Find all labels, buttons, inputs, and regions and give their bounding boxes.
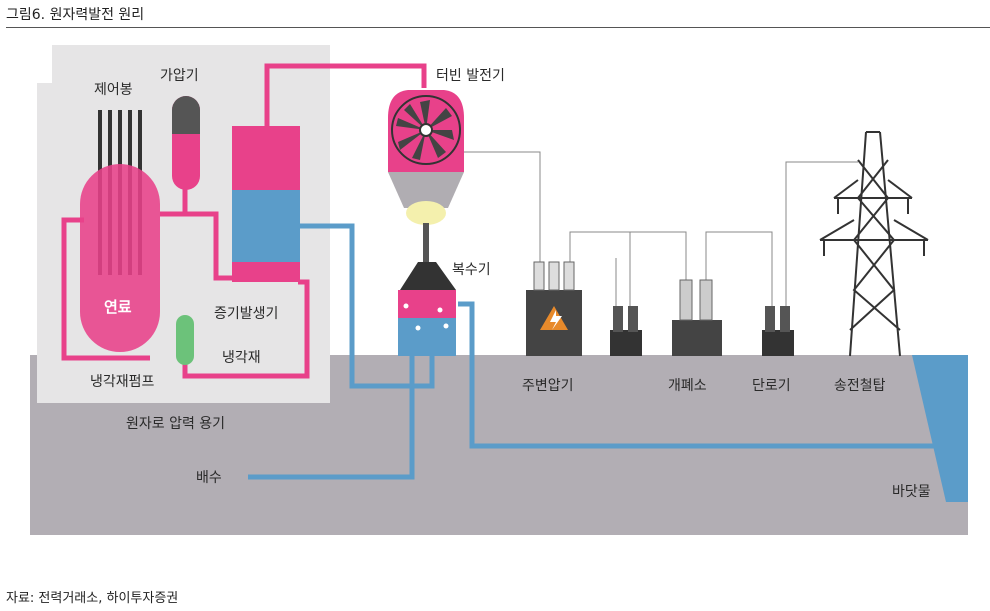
label-turbine-generator: 터빈 발전기 (436, 68, 505, 84)
main-transformer (526, 261, 582, 356)
title-divider (6, 27, 990, 28)
label-coolant-pump: 냉각재펌프 (90, 374, 155, 390)
disconnector-2 (762, 306, 794, 356)
transmission-tower (819, 131, 929, 357)
label-disconnector: 단로기 (752, 378, 791, 394)
disconnector-1 (610, 306, 642, 356)
label-control-rod: 제어봉 (94, 82, 133, 98)
power-lines (464, 151, 858, 306)
reactor-core (80, 164, 160, 352)
figure-title: 그림6. 원자력발전 원리 (6, 7, 145, 23)
label-reactor-vessel: 원자로 압력 용기 (126, 416, 225, 432)
label-seabed: 바닷물 (892, 484, 931, 500)
steam-generator (232, 126, 300, 282)
coolant-pump (176, 315, 194, 365)
label-transmission-tower: 송전철탑 (834, 378, 886, 394)
label-main-transformer: 주변압기 (522, 378, 574, 394)
label-fuel: 연료 (104, 298, 132, 316)
turbine-generator (388, 90, 464, 263)
label-switchgear: 개폐소 (668, 378, 707, 394)
label-pressurizer: 가압기 (160, 68, 199, 84)
label-condenser: 복수기 (452, 262, 491, 278)
label-drain: 배수 (196, 470, 222, 486)
cooling-water-loop (248, 223, 935, 480)
switchgear (672, 279, 722, 356)
label-coolant: 냉각재 (222, 350, 261, 366)
sea-water (912, 355, 968, 502)
condenser (398, 262, 456, 356)
label-steam-generator: 증기발생기 (214, 306, 278, 322)
pressurizer (172, 96, 200, 190)
source-note: 자료: 전력거래소, 하이투자증권 (6, 591, 179, 606)
primary-coolant-loop (61, 63, 427, 379)
